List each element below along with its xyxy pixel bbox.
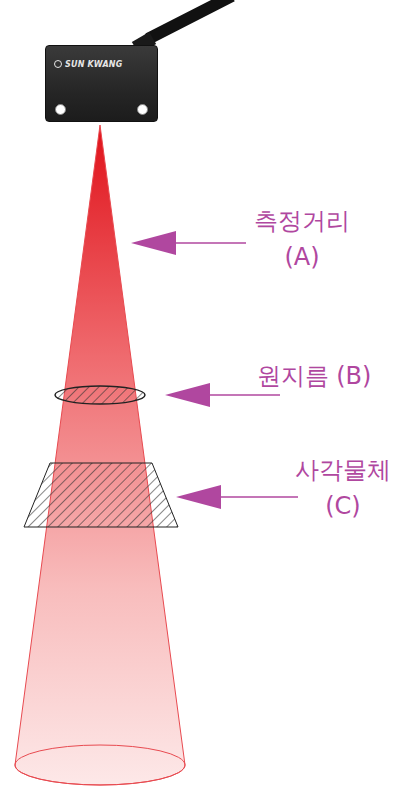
square-object [24, 463, 178, 527]
brand-name: SUN KWANG [65, 60, 123, 69]
brand-logo: SUN KWANG [54, 53, 149, 71]
logo-badge [54, 60, 62, 68]
sensor-housing: SUN KWANG [45, 45, 158, 122]
beam-base [15, 745, 185, 785]
spot-diameter [55, 386, 145, 404]
callout-label: 원지름 (B) [255, 358, 373, 394]
light-beam [15, 125, 185, 785]
mount-hole [137, 104, 148, 115]
mount-hole [55, 104, 66, 115]
sensor-cable [142, 0, 232, 50]
callout-label: 측정거리 (A) [243, 203, 361, 275]
callout-label: 사각물체 (C) [284, 452, 402, 524]
